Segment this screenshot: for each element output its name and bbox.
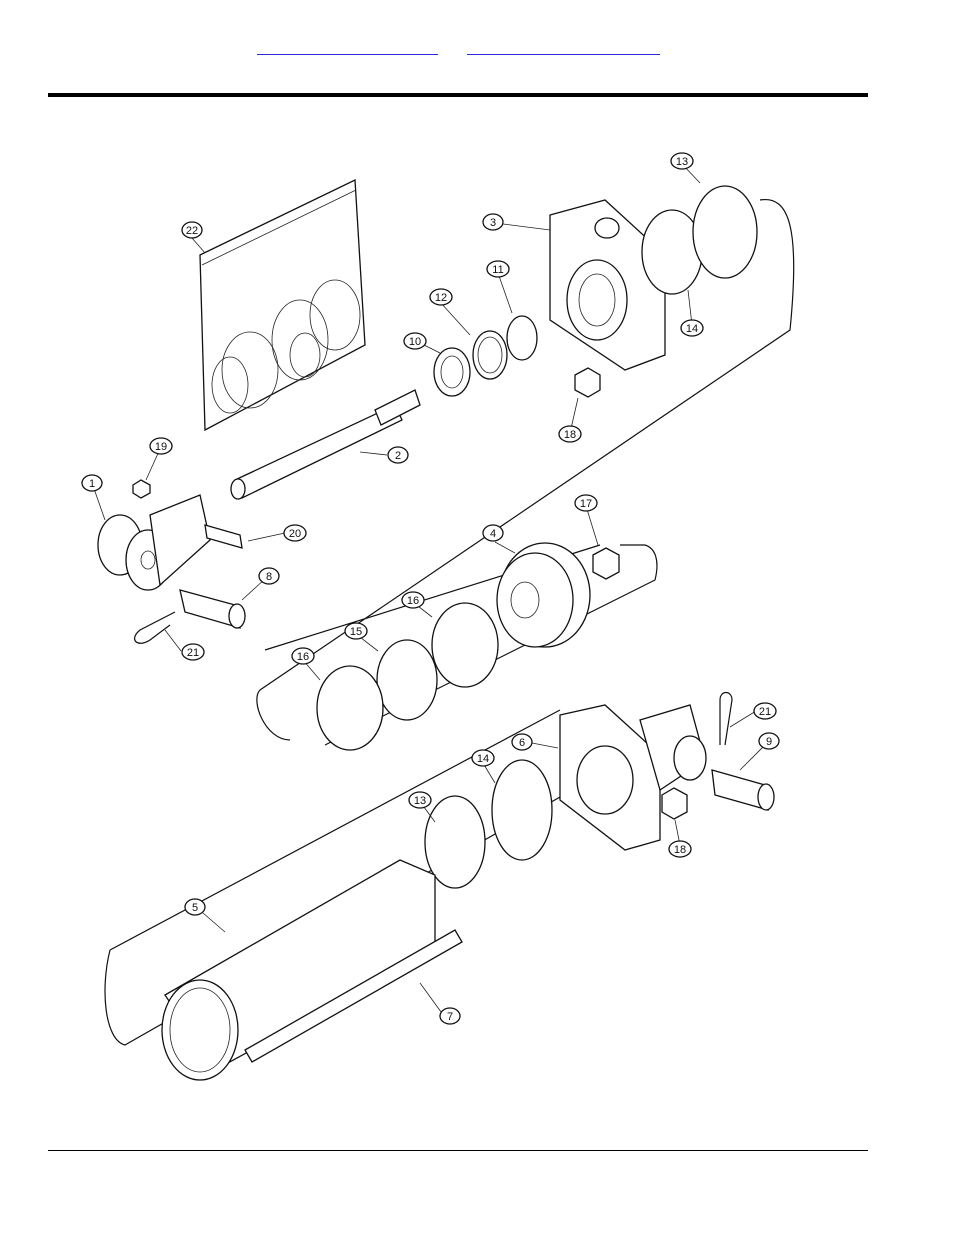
svg-text:4: 4 — [490, 528, 496, 540]
cotter-pin-21-right — [720, 693, 732, 746]
callout-16-left: 16 — [292, 648, 314, 664]
clevis-pin-9 — [712, 770, 774, 810]
svg-text:20: 20 — [289, 528, 301, 540]
svg-text:22: 22 — [186, 225, 198, 237]
svg-text:5: 5 — [192, 902, 198, 914]
svg-text:8: 8 — [266, 571, 272, 583]
callout-10: 10 — [404, 333, 426, 349]
svg-text:2: 2 — [395, 450, 401, 462]
svg-text:14: 14 — [686, 323, 698, 335]
callout-17: 17 — [575, 495, 597, 511]
piston — [497, 543, 590, 647]
ring-13-top — [693, 186, 757, 278]
callout-11: 11 — [487, 261, 509, 277]
seal-kit-bag — [200, 180, 365, 430]
svg-text:16: 16 — [297, 651, 309, 663]
svg-text:13: 13 — [676, 156, 688, 168]
callout-5: 5 — [185, 899, 205, 915]
svg-text:17: 17 — [580, 498, 592, 510]
svg-text:15: 15 — [350, 626, 362, 638]
svg-text:21: 21 — [187, 647, 199, 659]
svg-text:21: 21 — [759, 706, 771, 718]
callout-14-bottom: 14 — [472, 750, 494, 766]
svg-text:3: 3 — [490, 217, 496, 229]
callout-12: 12 — [430, 289, 452, 305]
nut-18-top — [575, 368, 600, 397]
oring-14-bottom — [492, 760, 552, 860]
svg-text:7: 7 — [447, 1011, 453, 1023]
clevis-pin-8 — [180, 590, 245, 628]
hair-pin-21-left — [135, 612, 175, 643]
svg-text:18: 18 — [674, 844, 686, 856]
base-end-cap — [560, 705, 706, 850]
callout-1: 1 — [82, 475, 102, 491]
callout-3: 3 — [483, 214, 503, 230]
svg-text:11: 11 — [492, 264, 503, 276]
footer-rule — [48, 1150, 868, 1151]
ring-16-left — [317, 666, 383, 750]
callout-2: 2 — [388, 447, 408, 463]
nut-17 — [593, 548, 619, 579]
callout-16-right: 16 — [402, 592, 424, 608]
svg-text:9: 9 — [766, 736, 772, 748]
callout-6: 6 — [512, 734, 532, 750]
callout-22: 22 — [182, 222, 202, 238]
nut-18-bottom — [662, 788, 687, 819]
callout-13-top: 13 — [671, 153, 693, 169]
svg-text:19: 19 — [155, 441, 167, 453]
wiper-10 — [434, 348, 470, 396]
rod-clevis — [98, 495, 210, 590]
svg-text:16: 16 — [407, 595, 419, 607]
callout-13-bottom: 13 — [409, 792, 431, 808]
callout-20: 20 — [284, 525, 306, 541]
callout-19: 19 — [150, 438, 172, 454]
svg-text:14: 14 — [477, 753, 489, 765]
svg-text:1: 1 — [89, 478, 95, 490]
callout-7: 7 — [440, 1008, 460, 1024]
svg-text:12: 12 — [435, 292, 447, 304]
bolt-20 — [205, 525, 242, 548]
callout-14-top: 14 — [681, 320, 703, 336]
svg-text:10: 10 — [409, 336, 421, 348]
oring-11 — [507, 316, 537, 360]
svg-text:13: 13 — [414, 795, 426, 807]
svg-text:18: 18 — [564, 429, 576, 441]
ring-15 — [377, 640, 437, 720]
callout-18-top: 18 — [559, 426, 581, 442]
callout-15: 15 — [345, 623, 367, 639]
nut-19 — [133, 480, 150, 498]
callout-18-bottom: 18 — [669, 841, 691, 857]
callout-21-left: 21 — [182, 644, 204, 660]
callout-9: 9 — [759, 733, 779, 749]
rod-end-cap — [550, 200, 665, 370]
callout-21-right: 21 — [754, 703, 776, 719]
ring-16-right — [432, 603, 498, 687]
callout-4: 4 — [483, 525, 503, 541]
svg-text:6: 6 — [519, 737, 525, 749]
callout-8: 8 — [259, 568, 279, 584]
